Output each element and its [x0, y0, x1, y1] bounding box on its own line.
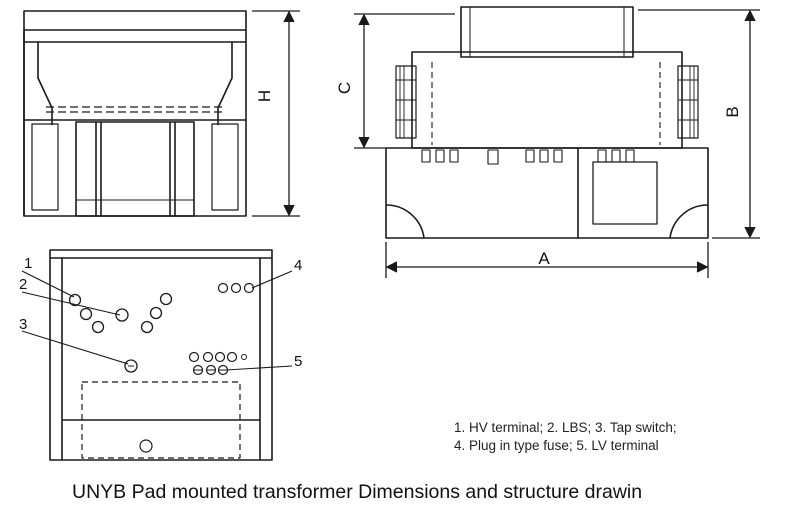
callout-5: 5 — [294, 353, 302, 370]
panel-view — [21, 249, 293, 461]
callout-1: 1 — [24, 255, 32, 272]
figure-caption: UNYB Pad mounted transformer Dimensions … — [72, 481, 643, 503]
dimension-c — [354, 13, 455, 149]
dimension-a — [385, 242, 709, 278]
legend-line-1: 1. HV terminal; 2. LBS; 3. Tap switch; — [454, 420, 677, 435]
dimension-b — [638, 9, 760, 239]
side-view — [23, 10, 247, 217]
legend: 1. HV terminal; 2. LBS; 3. Tap switch; 4… — [454, 419, 677, 455]
dimension-c-label: C — [335, 82, 354, 94]
dimension-h — [252, 10, 300, 217]
callout-3: 3 — [19, 316, 27, 333]
dimension-a-label: A — [538, 249, 550, 268]
callout-2: 2 — [19, 276, 27, 293]
front-view — [385, 6, 709, 239]
dimension-b-label: B — [723, 106, 742, 117]
legend-line-2: 4. Plug in type fuse; 5. LV terminal — [454, 438, 659, 453]
dimension-h-label: H — [255, 90, 274, 102]
callout-4: 4 — [294, 257, 302, 274]
